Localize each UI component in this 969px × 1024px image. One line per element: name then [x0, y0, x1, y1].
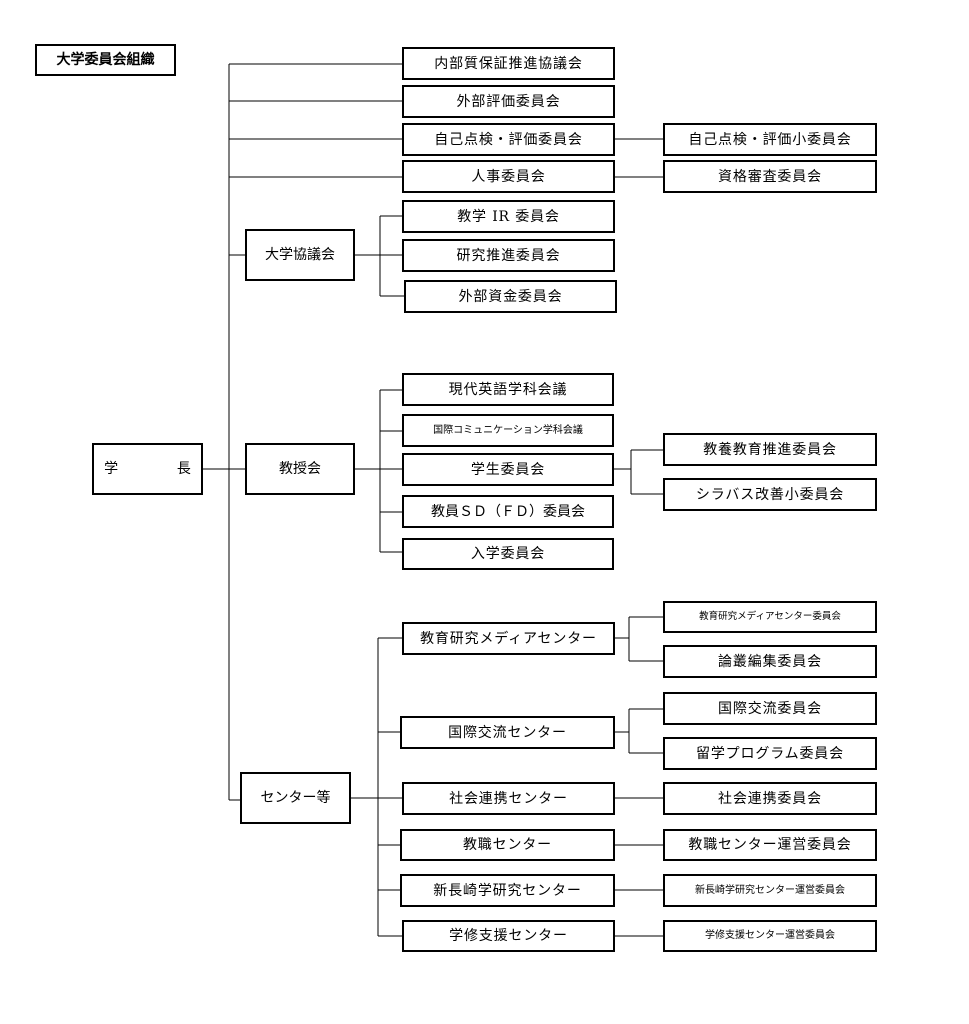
qualification-review-committee-node: 資格審査委員会: [663, 160, 877, 193]
self-evaluation-subcommittee-node: 自己点検・評価小委員会: [663, 123, 877, 156]
internal-qa-council-node: 内部質保証推進協議会: [402, 47, 615, 80]
external-funding-committee-node: 外部資金委員会: [404, 280, 617, 313]
media-center-node: 教育研究メディアセンター: [402, 622, 615, 655]
learning-support-steering-committee-node: 学修支援センター運営委員会: [663, 920, 877, 952]
self-evaluation-committee-node: 自己点検・評価委員会: [402, 123, 615, 156]
liberal-arts-promotion-committee-node: 教養教育推進委員会: [663, 433, 877, 466]
international-exchange-committee-node: 国際交流委員会: [663, 692, 877, 725]
ir-committee-node: 教学 IR 委員会: [402, 200, 615, 233]
modern-english-dept-meeting-node: 現代英語学科会議: [402, 373, 614, 406]
centers-node: センター等: [240, 772, 351, 824]
new-nagasaki-studies-steering-committee-node: 新長崎学研究センター運営委員会: [663, 874, 877, 907]
community-relations-committee-node: 社会連携委員会: [663, 782, 877, 815]
teacher-training-center-node: 教職センター: [400, 829, 615, 861]
faculty-council-node: 教授会: [245, 443, 355, 495]
community-relations-center-node: 社会連携センター: [402, 782, 615, 815]
admissions-committee-node: 入学委員会: [402, 538, 614, 570]
international-exchange-center-node: 国際交流センター: [400, 716, 615, 749]
personnel-committee-node: 人事委員会: [402, 160, 615, 193]
intl-communication-dept-meeting-node: 国際コミュニケーション学科会議: [402, 414, 614, 447]
new-nagasaki-studies-center-node: 新長崎学研究センター: [400, 874, 615, 907]
teacher-training-steering-committee-node: 教職センター運営委員会: [663, 829, 877, 861]
faculty-sd-fd-committee-node: 教員ＳＤ（ＦＤ）委員会: [402, 495, 614, 528]
journal-editorial-committee-node: 論叢編集委員会: [663, 645, 877, 678]
syllabus-improvement-subcommittee-node: シラバス改善小委員会: [663, 478, 877, 511]
diagram-title: 大学委員会組織: [35, 44, 176, 76]
president-node: 学 長: [92, 443, 203, 495]
student-committee-node: 学生委員会: [402, 453, 614, 486]
university-council-node: 大学協議会: [245, 229, 355, 281]
research-promotion-committee-node: 研究推進委員会: [402, 239, 615, 272]
study-abroad-committee-node: 留学プログラム委員会: [663, 737, 877, 770]
media-center-committee-node: 教育研究メディアセンター委員会: [663, 601, 877, 633]
external-evaluation-committee-node: 外部評価委員会: [402, 85, 615, 118]
learning-support-center-node: 学修支援センター: [402, 920, 615, 952]
